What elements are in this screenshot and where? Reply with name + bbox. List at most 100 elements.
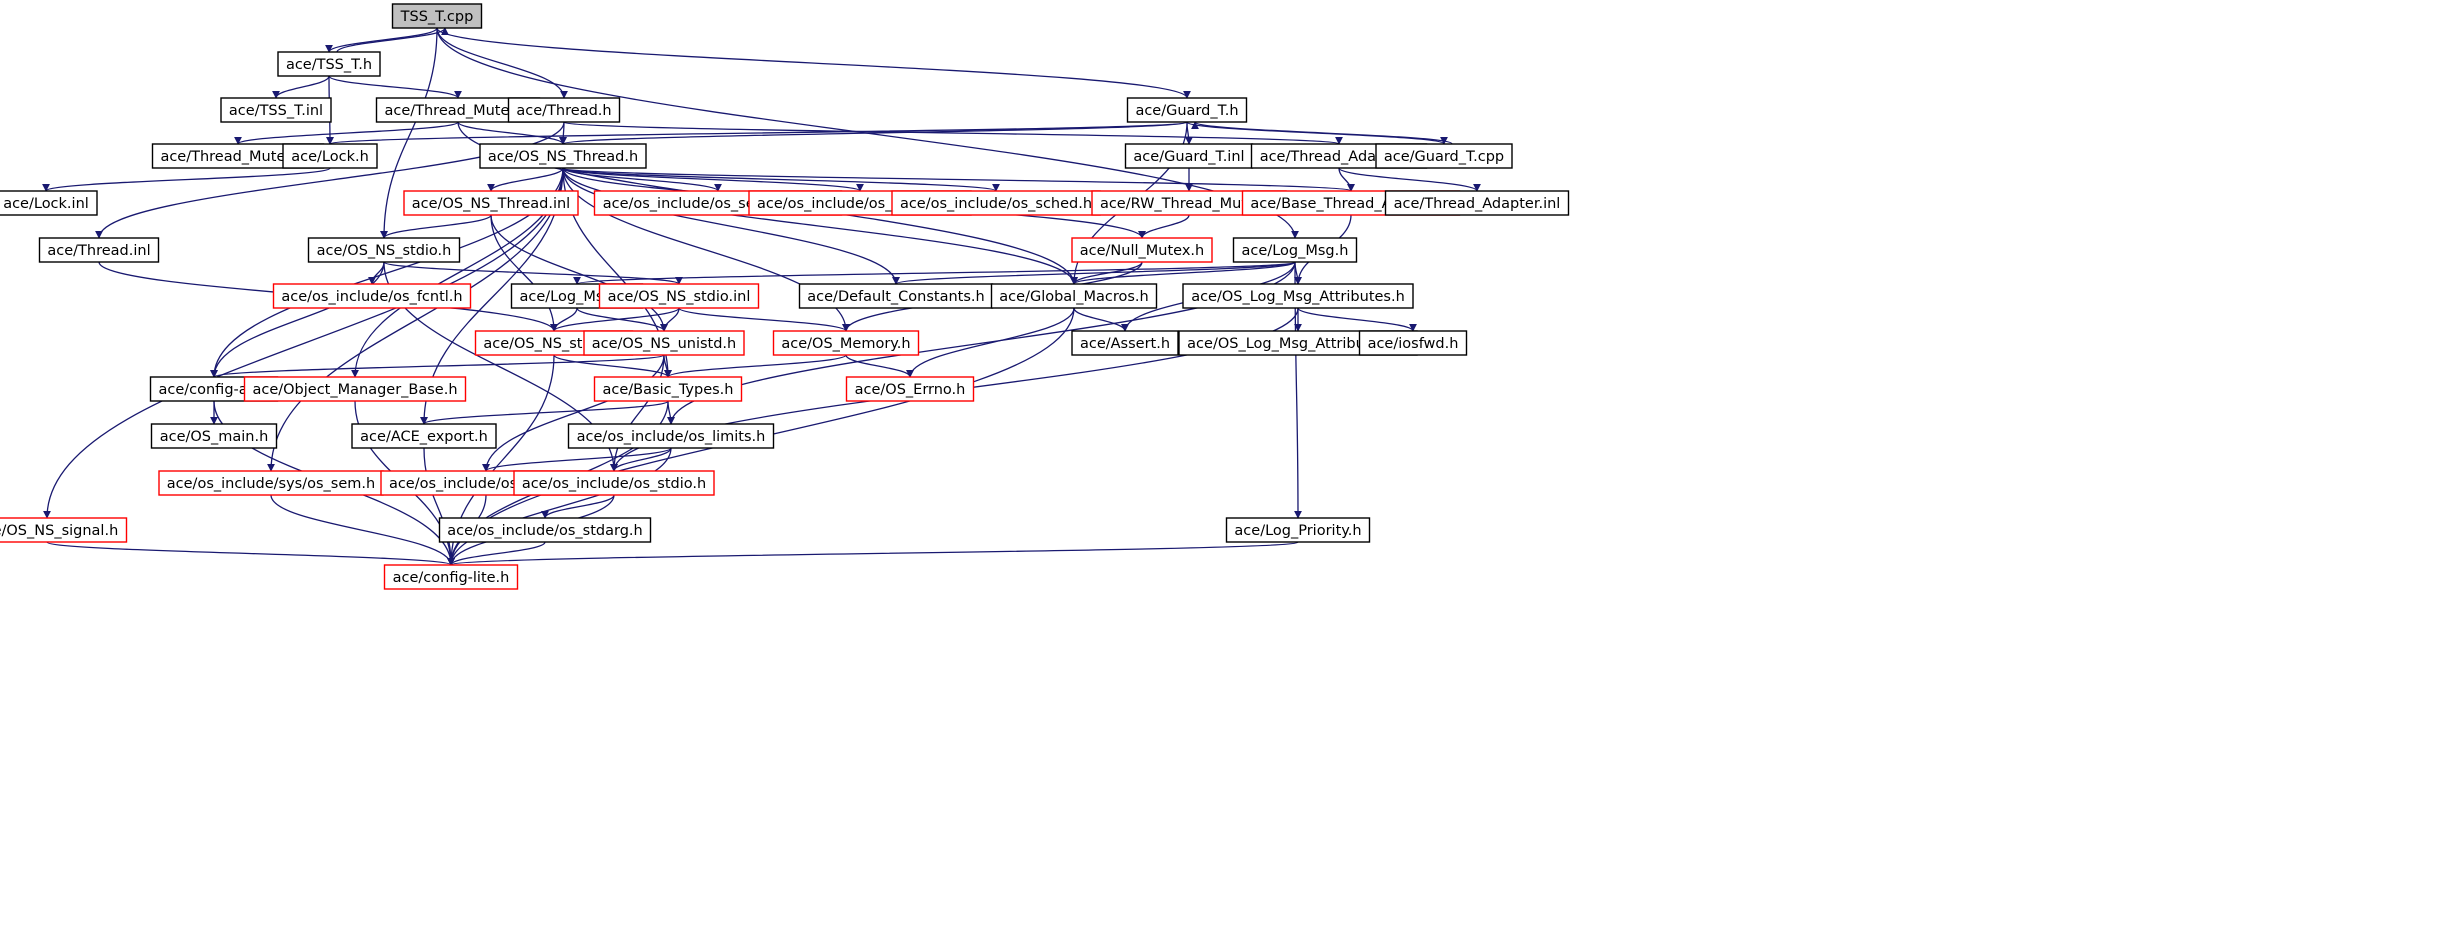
- edge-os-ns-thread-h-to-os-ns-signal: [43, 167, 564, 519]
- node-label: ace/Guard_T.h: [1135, 103, 1238, 119]
- node-box: [1182, 283, 1414, 309]
- node-box: [891, 190, 1101, 216]
- node-guard-h: ace/Guard_T.h: [1126, 97, 1248, 123]
- node-box: [277, 51, 381, 77]
- edge-log-msg-h-to-log-msg-inl: [573, 261, 1296, 285]
- edge-root-to-guard-h: [436, 27, 1191, 99]
- node-log-priority: ace/Log_Priority.h: [1225, 517, 1371, 543]
- node-box: [351, 423, 497, 449]
- node-label: ace/TSS_T.inl: [229, 103, 323, 119]
- node-box: [243, 376, 467, 402]
- node-box: [403, 190, 579, 216]
- node-box: [1358, 330, 1468, 356]
- edge-rw-thread-mutex-to-null-mutex: [1138, 214, 1190, 239]
- node-box: [1126, 97, 1248, 123]
- node-label: ace/os_include/os_sched.h: [900, 196, 1092, 212]
- node-iosfwd: ace/iosfwd.h: [1358, 330, 1468, 356]
- node-label: ace/Lock.h: [291, 149, 369, 165]
- node-box: [150, 423, 278, 449]
- node-label: ace/Thread_Adapter.inl: [1394, 196, 1561, 212]
- node-box: [38, 237, 160, 263]
- edge-os-ns-thread-h-to-global-macros: [562, 167, 1078, 285]
- edge-os-memory-to-os-errno: [845, 354, 914, 378]
- edge-os-ns-stdio-inl-to-os-memory: [678, 307, 850, 332]
- node-box: [507, 97, 621, 123]
- node-label: ace/config-lite.h: [393, 570, 510, 586]
- edge-tss-h-to-root: [336, 27, 449, 53]
- node-label: ace/OS_NS_Thread.h: [488, 149, 638, 165]
- node-box: [845, 376, 975, 402]
- node-box: [282, 143, 378, 169]
- node-label: ace/os_include/os_limits.h: [577, 429, 766, 445]
- node-label: ace/Global_Macros.h: [999, 289, 1148, 305]
- node-os-log-msg-attr-h: ace/OS_Log_Msg_Attributes.h: [1182, 283, 1414, 309]
- node-box: [513, 470, 715, 496]
- node-os-ns-thread-inl: ace/OS_NS_Thread.inl: [403, 190, 579, 216]
- node-os-stdio: ace/os_include/os_stdio.h: [513, 470, 715, 496]
- node-thread-inl: ace/Thread.inl: [38, 237, 160, 263]
- node-thread-h: ace/Thread.h: [507, 97, 621, 123]
- edge-os-ns-stdio-h-to-os-ns-stdio-inl: [383, 261, 683, 285]
- node-ace-export: ace/ACE_export.h: [351, 423, 497, 449]
- edge-os-ns-thread-inl-to-os-ns-unistd: [490, 214, 668, 332]
- node-box: [272, 283, 472, 309]
- edge-ace-export-to-config-lite: [423, 447, 455, 566]
- node-thread-adapter-inl: ace/Thread_Adapter.inl: [1384, 190, 1570, 216]
- edge-os-ns-thread-h-to-os-pthread: [562, 167, 864, 192]
- node-box: [1384, 190, 1570, 216]
- node-label: ace/RW_Thread_Mutex.h: [1100, 196, 1278, 212]
- edge-log-msg-h-to-global-macros: [1070, 261, 1296, 285]
- node-os-errno: ace/OS_Errno.h: [845, 376, 975, 402]
- node-box: [583, 330, 745, 356]
- node-os-fcntl: ace/os_include/os_fcntl.h: [272, 283, 472, 309]
- node-object-manager-base: ace/Object_Manager_Base.h: [243, 376, 467, 402]
- node-box: [1375, 143, 1513, 169]
- node-os-memory: ace/OS_Memory.h: [772, 330, 920, 356]
- edge-global-macros-to-assert-h: [1073, 307, 1129, 332]
- node-label: ace/OS_Log_Msg_Attributes.h: [1191, 289, 1405, 305]
- node-label: ace/Object_Manager_Base.h: [252, 382, 457, 398]
- edge-basic-types-to-ace-export: [420, 400, 669, 425]
- node-label: ace/config-all.h: [158, 382, 269, 398]
- edge-sys-os-sem-to-config-lite: [270, 494, 455, 566]
- edge-os-ns-thread-h-to-os-sched: [562, 167, 1000, 192]
- node-os-ns-unistd: ace/OS_NS_unistd.h: [583, 330, 745, 356]
- node-label: ace/OS_NS_unistd.h: [592, 336, 736, 352]
- node-label: ace/TSS_T.h: [286, 57, 372, 73]
- edge-os-ns-stdio-h-to-config-all: [210, 261, 385, 378]
- node-config-lite: ace/config-lite.h: [383, 564, 519, 590]
- node-assert-h: ace/Assert.h: [1071, 330, 1179, 356]
- node-null-mutex: ace/Null_Mutex.h: [1071, 237, 1213, 263]
- node-box: [567, 423, 775, 449]
- node-label: ace/Lock.inl: [3, 196, 89, 212]
- node-label: ace/Log_Msg.h: [1242, 243, 1349, 259]
- node-label: ace/Log_Priority.h: [1234, 523, 1361, 539]
- edge-os-memory-to-basic-types: [664, 354, 847, 378]
- node-label: ace/OS_main.h: [160, 429, 269, 445]
- edge-global-macros-to-os-errno: [906, 307, 1075, 378]
- node-lock-h: ace/Lock.h: [282, 143, 378, 169]
- edge-os-limits-to-config-lite: [447, 447, 672, 566]
- node-label: ace/Null_Mutex.h: [1080, 243, 1204, 259]
- edge-os-ns-thread-h-to-os-semaphore: [562, 167, 722, 192]
- node-tss-h: ace/TSS_T.h: [277, 51, 381, 77]
- node-label: ace/OS_NS_stdio.inl: [608, 289, 751, 305]
- node-box: [1071, 330, 1179, 356]
- node-label: TSS_T.cpp: [400, 9, 474, 25]
- edge-os-ns-unistd-to-os-unistd: [482, 354, 665, 472]
- node-box: [1232, 237, 1358, 263]
- node-label: ace/OS_NS_signal.h: [0, 523, 118, 539]
- node-os-ns-signal: ace/OS_NS_signal.h: [0, 517, 128, 543]
- edge-thread-h-to-thread-adapter-h: [563, 121, 1343, 145]
- node-sys-os-sem: ace/os_include/sys/os_sem.h: [158, 470, 384, 496]
- edge-guard-cpp-to-guard-h: [1191, 121, 1453, 145]
- edge-guard-h-to-lock-h: [326, 121, 1188, 145]
- edge-os-ns-string-to-basic-types: [553, 354, 672, 378]
- node-label: ace/Guard_T.cpp: [1384, 149, 1504, 165]
- node-box: [990, 283, 1158, 309]
- node-label: ace/OS_Errno.h: [855, 382, 966, 398]
- node-os-ns-stdio-inl: ace/OS_NS_stdio.inl: [598, 283, 760, 309]
- node-label: ace/os_include/os_stdio.h: [522, 476, 706, 492]
- node-root: TSS_T.cpp: [391, 3, 483, 29]
